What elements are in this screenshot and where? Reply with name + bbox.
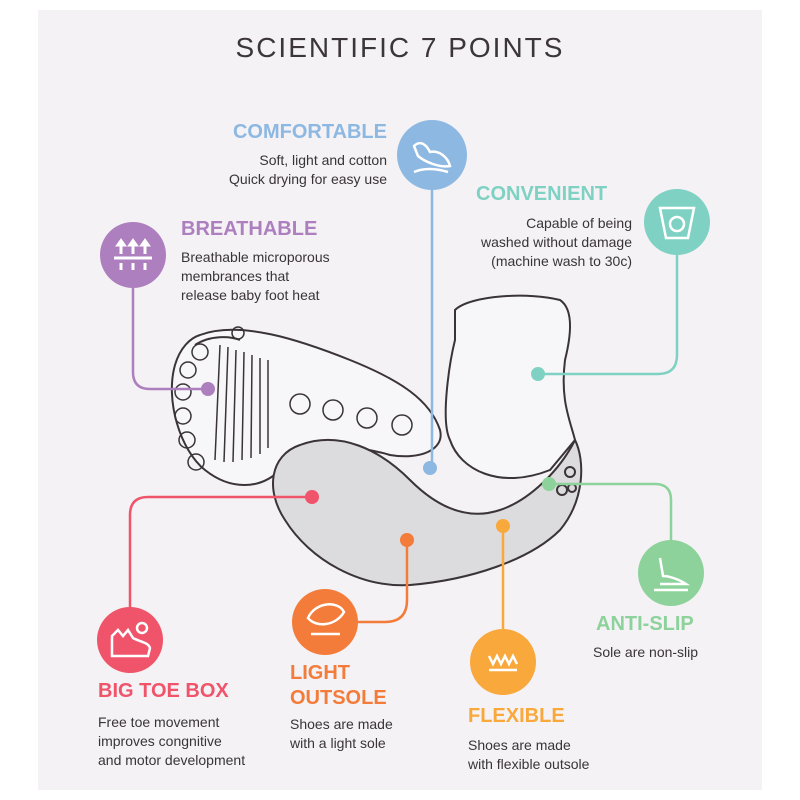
convenient-heading: CONVENIENT [476,183,608,205]
description-line: Soft, light and cotton [259,152,387,168]
connector-dot [496,519,510,533]
washing-icon [644,189,710,255]
description-line: Breathable microporous [181,249,330,265]
description-line: (machine wash to 30c) [491,253,632,269]
light-outsole-heading: LIGHT OUTSOLE [290,661,387,711]
anti-slip-heading: ANTI-SLIP [596,613,694,635]
breathable-description: Breathable microporous membrances that r… [181,248,330,305]
connector-anti-slip [549,482,673,540]
description-line: Shoes are made [468,737,571,753]
light-outsole-description: Shoes are made with a light sole [290,715,393,753]
toe-shoe-icon [97,607,163,673]
convenient-description: Capable of being washed without damage (… [481,214,632,271]
description-line: with flexible outsole [468,756,590,772]
connector-light-outsole [358,540,409,624]
comfortable-description: Soft, light and cotton Quick drying for … [229,151,387,189]
description-line: washed without damage [481,234,632,250]
connector-convenient [538,255,679,376]
comfortable-heading: COMFORTABLE [232,121,387,143]
foot-grip-icon [638,540,704,606]
description-line: Capable of being [526,215,632,231]
connector-dot [423,461,437,475]
sole-tread-circles [174,326,413,471]
anti-slip-description: Sole are non-slip [593,643,698,662]
big-toe-box-description: Free toe movement improves congnitive an… [98,713,245,770]
connector-dot [305,490,319,504]
description-line: Quick drying for easy use [229,171,387,187]
description-line: with a light sole [290,735,386,751]
big-toe-box-heading: BIG TOE BOX [98,680,229,702]
connector-dot [400,533,414,547]
connector-dot [531,367,545,381]
breathable-heading: BREATHABLE [181,218,318,240]
sole-grooves [214,344,269,463]
connector-dot [542,477,556,491]
description-line: membrances that [181,268,290,284]
description-line: Shoes are made [290,716,393,732]
page-title: SCIENTIFIC 7 POINTS [235,32,565,63]
connector-breathable [131,288,208,391]
shoe-feather-icon [397,120,467,190]
heading-line: LIGHT [290,662,350,684]
description-line: and motor development [98,752,246,768]
flexible-description: Shoes are made with flexible outsole [468,736,589,774]
description-line: improves congnitive [98,733,222,749]
flexible-heading: FLEXIBLE [468,705,565,727]
breathable-arrows-icon [100,222,166,288]
shoe-side-illustration [272,294,583,587]
connector-big-toe-box [128,495,312,607]
description-line: Sole are non-slip [593,644,699,660]
heading-line: OUTSOLE [290,687,387,709]
description-line: release baby foot heat [181,287,320,303]
leaf-icon [292,589,358,655]
description-line: Free toe movement [98,714,220,730]
connector-dot [201,382,215,396]
wave-icon [470,629,536,695]
connector-dots [201,367,556,547]
